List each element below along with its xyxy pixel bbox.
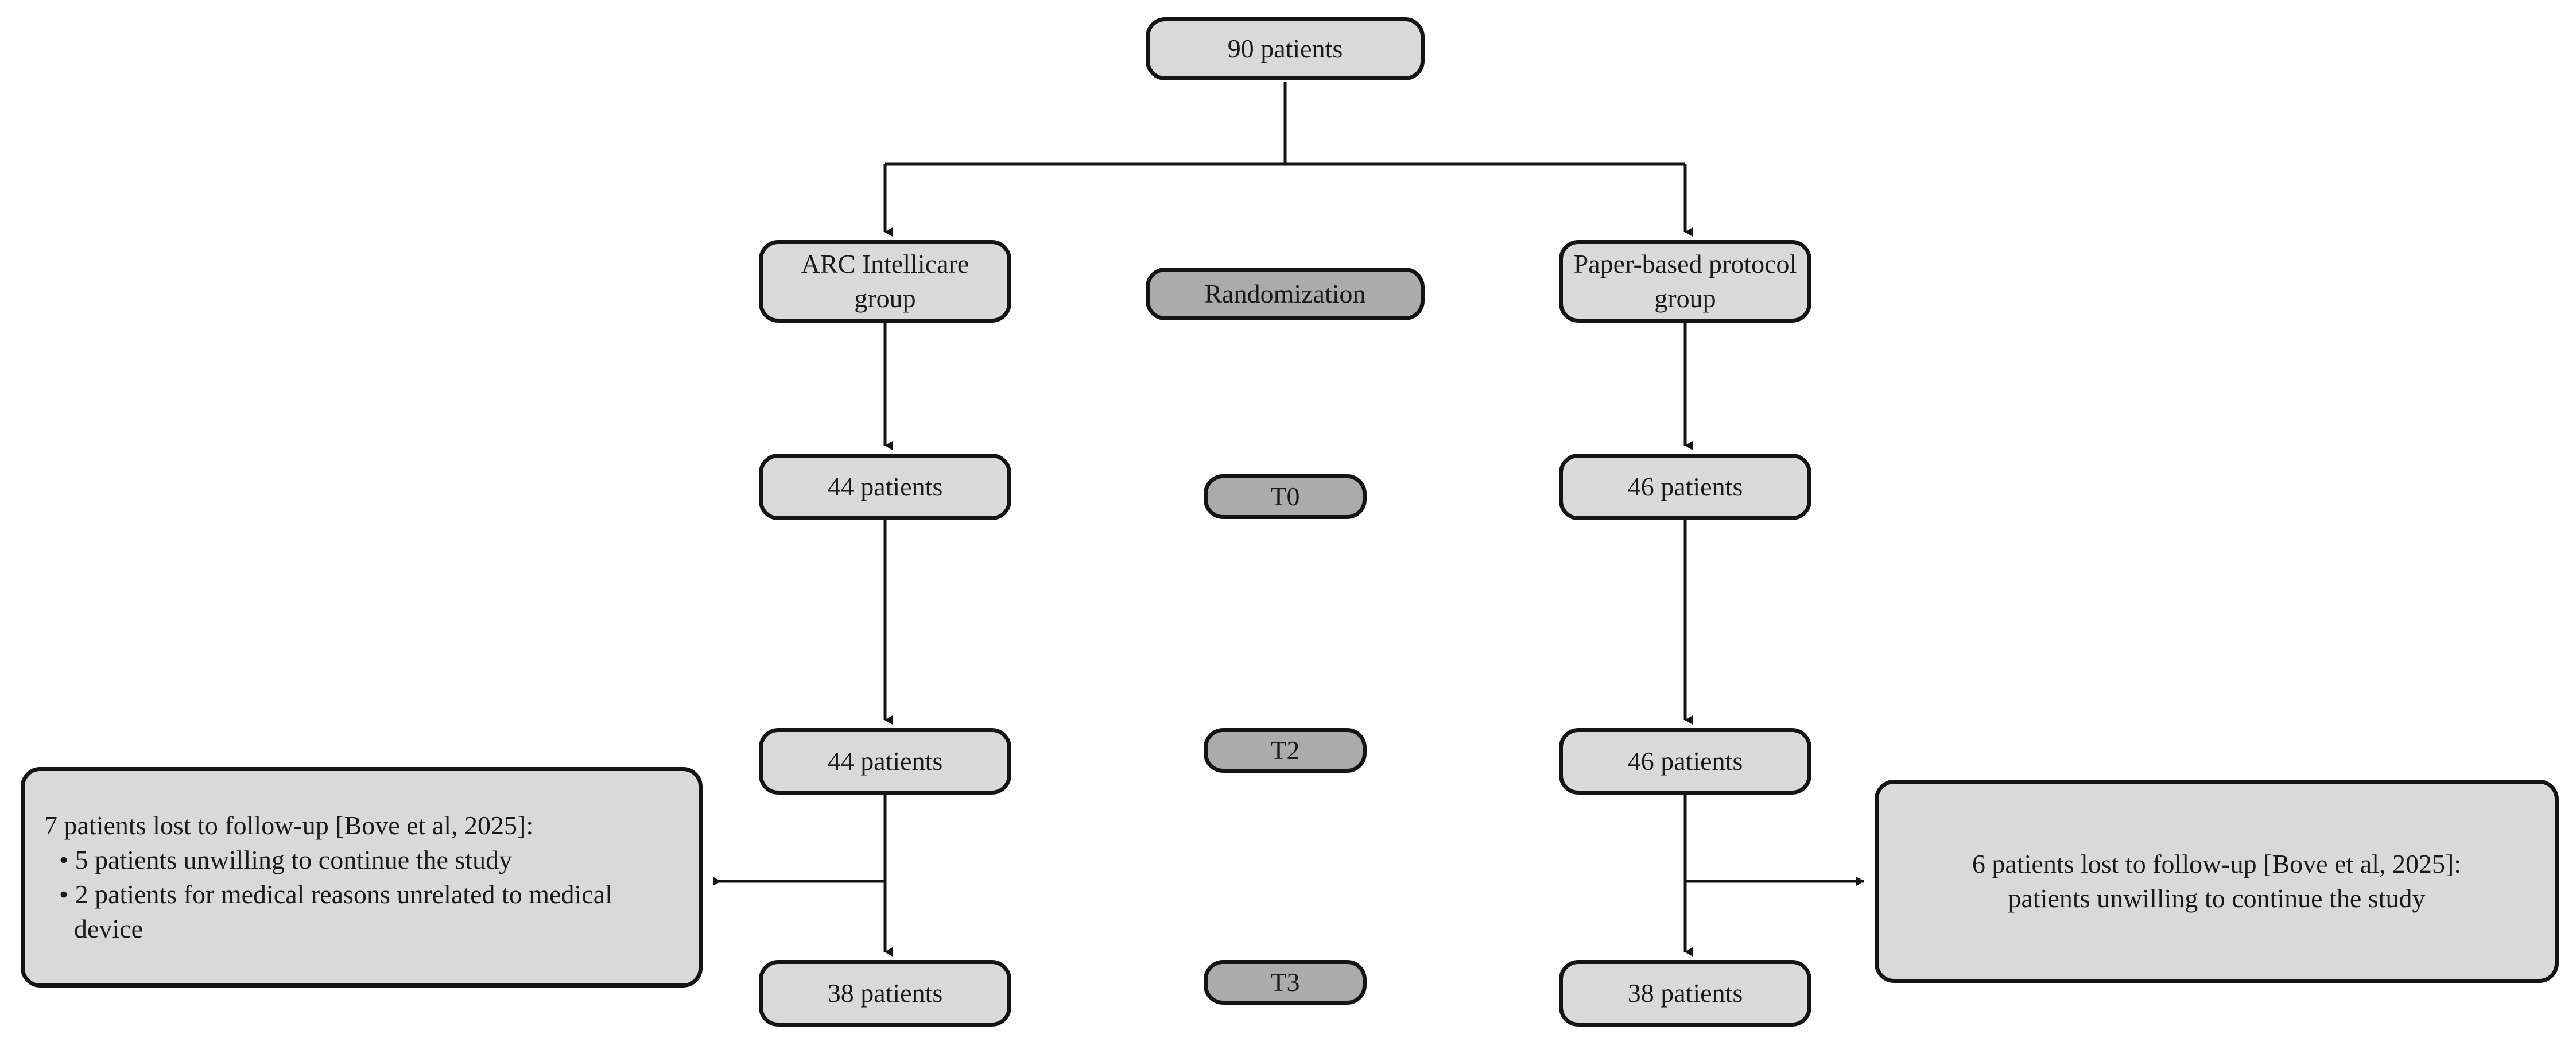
- node-total-enrolled-label: 90 patients: [1227, 34, 1343, 64]
- note-control-dropout-heading: 6 patients lost to follow-up [Bove et al…: [1972, 849, 2462, 879]
- node-control-t2[interactable]: 46 patients: [1559, 728, 1811, 795]
- node-stage-randomization[interactable]: Randomization: [1146, 268, 1425, 320]
- note-intervention-dropout-heading: 7 patients lost to follow-up [Bove et al…: [44, 811, 534, 841]
- node-intervention-t0[interactable]: 44 patients: [759, 454, 1011, 520]
- note-intervention-dropout[interactable]: 7 patients lost to follow-up [Bove et al…: [21, 767, 703, 988]
- note-intervention-dropout-body: 7 patients lost to follow-up [Bove et al…: [44, 808, 679, 946]
- note-intervention-dropout-bullet-2: • 2 patients for medical reasons unrelat…: [59, 880, 612, 943]
- node-stage-t0-label: T0: [1270, 482, 1300, 512]
- note-control-dropout-body: 6 patients lost to follow-up [Bove et al…: [1898, 847, 2535, 916]
- node-intervention-group-label: ARC Intellicare group: [801, 249, 969, 313]
- node-control-t0-label: 46 patients: [1627, 472, 1743, 502]
- node-intervention-t3-label: 38 patients: [827, 978, 943, 1008]
- note-intervention-dropout-bullet-1: • 5 patients unwilling to continue the s…: [59, 845, 513, 875]
- node-intervention-t3[interactable]: 38 patients: [759, 960, 1011, 1027]
- node-control-group-label: Paper-based protocol group: [1573, 249, 1797, 313]
- node-stage-t3[interactable]: T3: [1204, 960, 1367, 1005]
- node-stage-t3-label: T3: [1270, 967, 1300, 997]
- node-control-t2-label: 46 patients: [1627, 746, 1743, 776]
- note-control-dropout-detail: patients unwilling to continue the study: [2008, 884, 2426, 913]
- note-control-dropout[interactable]: 6 patients lost to follow-up [Bove et al…: [1875, 780, 2559, 983]
- node-control-t0[interactable]: 46 patients: [1559, 454, 1811, 520]
- node-stage-t2-label: T2: [1270, 735, 1300, 765]
- node-intervention-t2[interactable]: 44 patients: [759, 728, 1011, 795]
- node-control-t3[interactable]: 38 patients: [1559, 960, 1811, 1027]
- node-control-t3-label: 38 patients: [1627, 978, 1743, 1008]
- node-control-group[interactable]: Paper-based protocol group: [1559, 240, 1811, 323]
- node-total-enrolled[interactable]: 90 patients: [1146, 17, 1425, 80]
- node-stage-t0[interactable]: T0: [1204, 474, 1367, 519]
- node-intervention-t2-label: 44 patients: [827, 746, 943, 776]
- node-stage-randomization-label: Randomization: [1204, 279, 1366, 309]
- node-intervention-t0-label: 44 patients: [827, 472, 943, 502]
- node-intervention-group[interactable]: ARC Intellicare group: [759, 240, 1011, 323]
- node-stage-t2[interactable]: T2: [1204, 728, 1367, 773]
